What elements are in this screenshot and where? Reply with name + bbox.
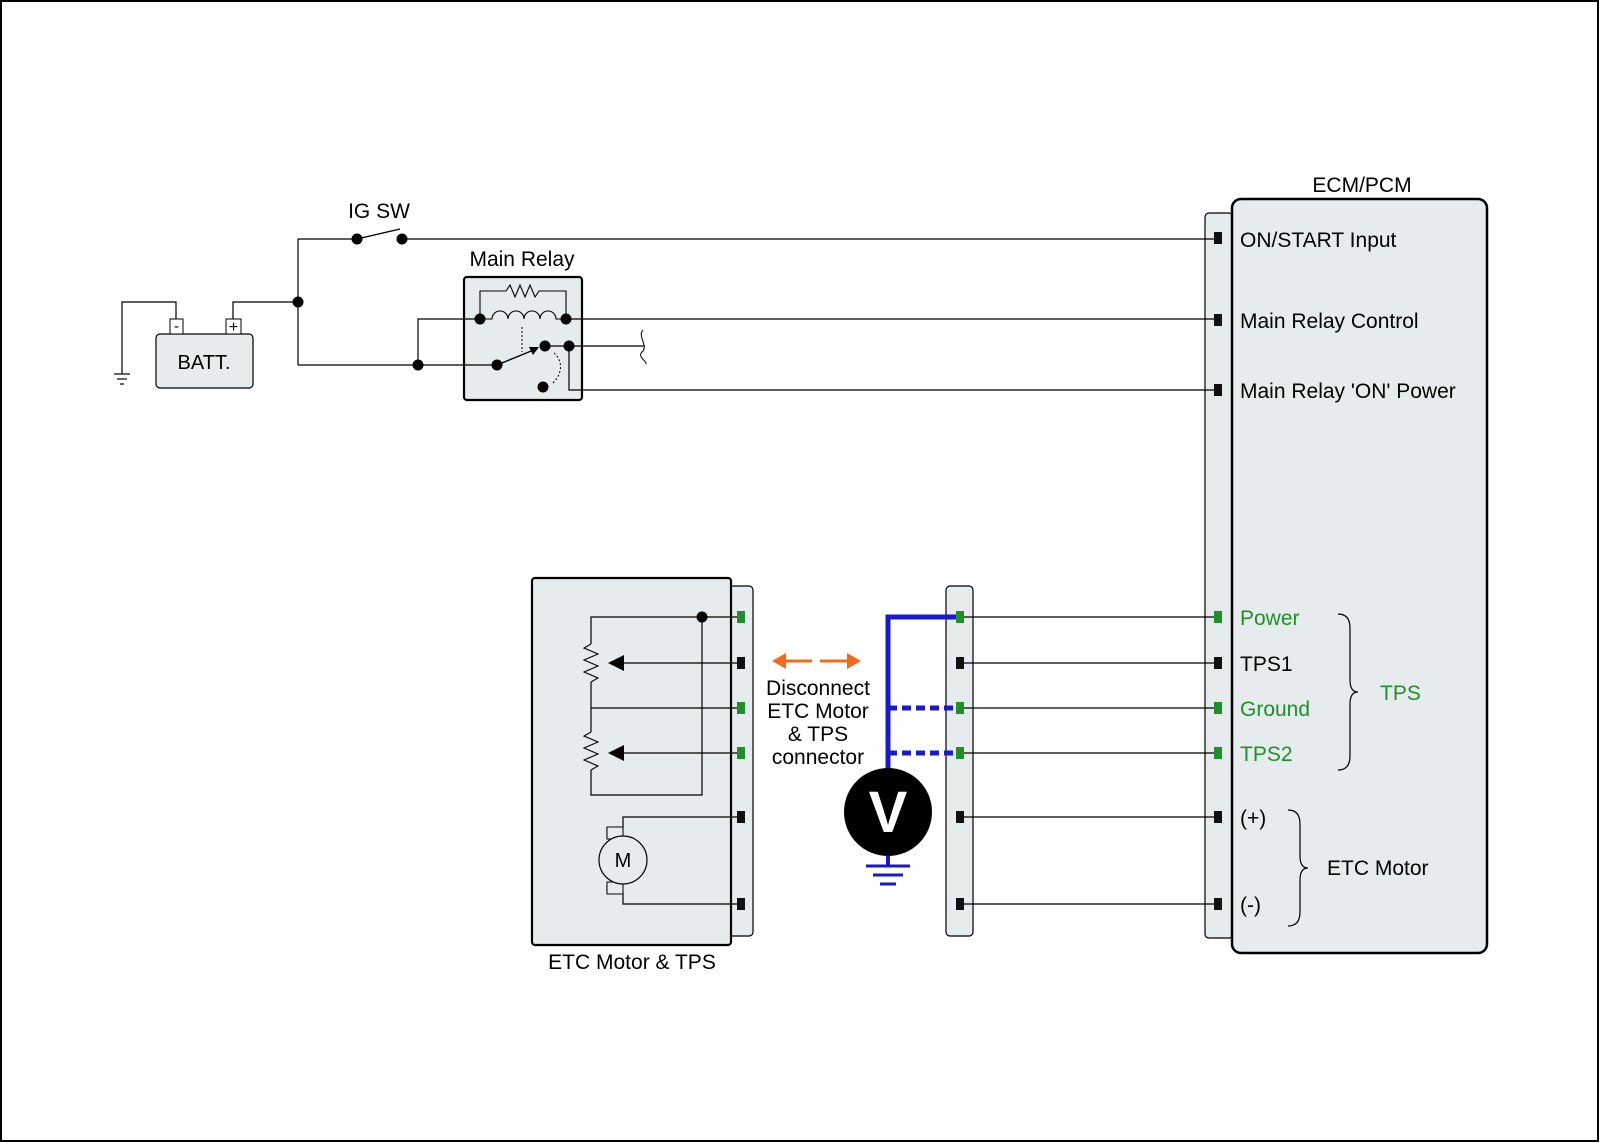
disconnect-line-3: & TPS [788,723,848,746]
battery-box [155,333,254,389]
label-relay-on-power: Main Relay 'ON' Power [1240,380,1456,403]
pin-tps1 [1214,657,1222,669]
voltmeter: V [844,614,956,886]
etc-pin-power [737,611,745,623]
main-relay: Main Relay [298,248,1214,402]
harness-connector [945,585,1214,937]
pin-motor-minus [1214,898,1222,910]
harness-pin-tps1 [956,657,964,669]
label-power: Power [1240,607,1300,630]
tps-supply-return [590,617,703,796]
disconnect-line-4: connector [772,746,864,769]
relay-on-power-wire [568,346,1214,391]
battery-ground-symbol [114,373,130,385]
ecm-body [1230,197,1489,955]
relay-resistor [479,283,567,319]
label-ground: Ground [1240,698,1310,721]
disconnect-line-1: Disconnect [766,677,870,700]
etc-motor-group-label: ETC Motor [1327,857,1429,880]
battery-positive-wire [232,301,298,319]
voltmeter-body [844,768,932,856]
junction-battery [292,296,304,308]
tps1-resistor [582,643,600,683]
relay-nc-contact [537,381,549,393]
relay-switch-arrowhead [529,347,539,355]
voltmeter-symbol: V [869,780,908,845]
harness-pin-motor-minus [956,898,964,910]
disconnect-arrow-left [772,653,812,669]
main-relay-box [462,275,584,402]
tps2-resistor [582,731,600,771]
etc-pin-tps2 [737,747,745,759]
etc-pin-ground [737,702,745,714]
tps-supply-wire [590,616,737,644]
label-on-start: ON/START Input [1240,229,1397,252]
ecm-title: ECM/PCM [1312,174,1411,197]
label-tps1: TPS1 [1240,653,1293,676]
etc-unit-body [530,576,733,947]
relay-switch-arm [496,348,537,366]
etc-motor-brace [1287,809,1309,927]
motor-symbol-label: M [615,850,632,872]
disconnect-line-2: ETC Motor [767,700,869,723]
pin-tps2 [1214,747,1222,759]
harness-pin-motor-plus [956,811,964,823]
voltmeter-ground-icon [866,864,910,886]
harness-pin-tps2 [956,747,964,759]
pin-relay-on-power [1214,384,1222,396]
relay-spring-return [552,351,561,384]
disconnect-instruction: Disconnect ETC Motor & TPS connector [766,653,870,769]
label-relay-control: Main Relay Control [1240,310,1419,333]
tps2-wiper-arrow [608,745,624,761]
pin-relay-control [1214,314,1222,326]
main-relay-label: Main Relay [469,248,575,271]
tps-brace [1337,613,1359,771]
motor-symbol [598,835,648,885]
battery-ground-wire [121,301,177,374]
etc-motor-tps-unit: ETC Motor & TPS M [530,576,754,974]
relay-coil [480,310,566,320]
tps1-wiper-arrow [608,655,624,671]
relay-coil-feed-wire [417,318,480,365]
label-tps2: TPS2 [1240,743,1293,766]
wire-break-symbol [640,329,647,365]
harness-pin-ground [956,702,964,714]
probe-power-lead [885,614,956,775]
battery-neg-symbol: - [174,318,179,335]
ig-switch-blade [356,228,401,240]
ignition-switch: IG SW [298,200,1214,245]
pin-ground [1214,702,1222,714]
etc-pin-motor-plus [737,811,745,823]
harness-connector-body [945,585,974,937]
pin-power [1214,611,1222,623]
etc-unit-label: ETC Motor & TPS [548,951,716,974]
etc-pin-motor-minus [737,898,745,910]
harness-pin-power [956,611,964,623]
ig-switch-label: IG SW [348,200,410,223]
tps-group-label: TPS [1380,682,1421,705]
ecm-pcm-module: ECM/PCM ON/START Input Main Relay Contro… [1204,174,1489,955]
label-motor-minus: (-) [1240,894,1261,917]
pin-on-start [1214,232,1222,244]
battery-circuit: - + BATT. [114,239,304,389]
label-motor-plus: (+) [1240,807,1266,830]
disconnect-arrow-right [820,653,861,669]
pin-motor-plus [1214,811,1222,823]
battery-pos-symbol: + [229,319,238,336]
etc-pin-tps1 [737,657,745,669]
battery-label: BATT. [178,352,231,374]
